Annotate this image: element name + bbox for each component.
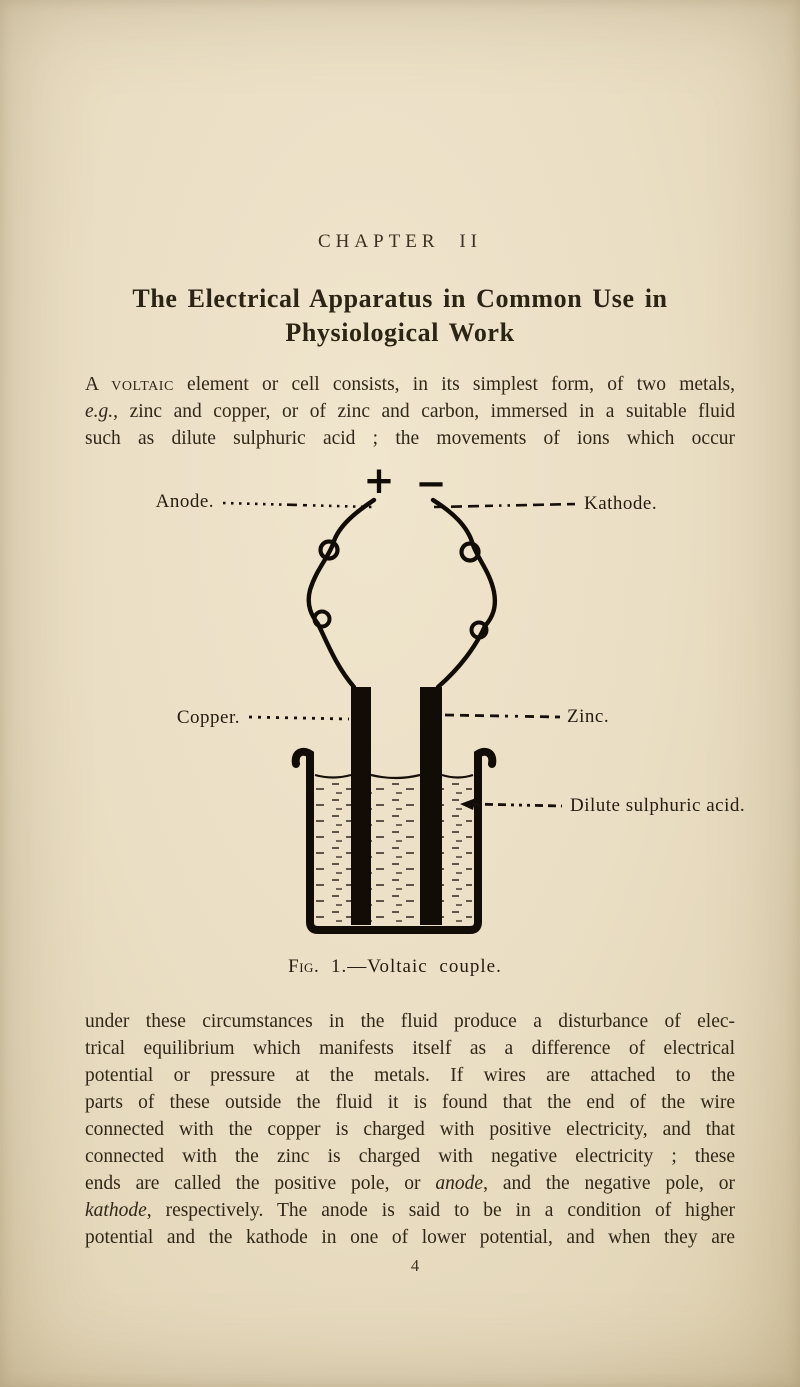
liquid-surface	[314, 773, 474, 780]
text-line: kathode, respectively. The anode is said…	[85, 1197, 735, 1224]
text-segment: connected with the copper is charged wit…	[85, 1119, 735, 1140]
figure-caption: Fig. 1.—Voltaic couple.	[95, 956, 695, 978]
text-segment: A	[85, 374, 112, 395]
text-segment: ends are called the positive pole, or	[85, 1173, 436, 1194]
right-wire	[430, 497, 498, 690]
text-segment-smallcaps: Fig.	[288, 956, 320, 977]
text-line: A voltaic element or cell consists, in i…	[85, 371, 735, 398]
text-line: potential or pressure at the metals. If …	[85, 1062, 735, 1089]
text-line: such as dilute sulphuric acid ; the move…	[85, 425, 735, 452]
text-segment: potential and the kathode in one of lowe…	[85, 1227, 735, 1248]
text-line: under these circumstances in the fluid p…	[85, 1008, 735, 1035]
right-wire-loop-1	[459, 541, 481, 563]
paragraph-2: under these circumstances in the fluid p…	[85, 1008, 735, 1251]
copper-electrode	[351, 687, 371, 925]
text-line: parts of these outside the fluid it is f…	[85, 1089, 735, 1116]
zinc-label: Zinc.	[567, 706, 609, 727]
left-wire	[306, 497, 377, 690]
page-number: 4	[410, 1256, 420, 1275]
text-segment: potential or pressure at the metals. If …	[85, 1065, 735, 1086]
text-line: e.g., zinc and copper, or of zinc and ca…	[85, 398, 735, 425]
text-segment-italic: e.g.	[85, 401, 114, 422]
text-segment: parts of these outside the fluid it is f…	[85, 1092, 735, 1113]
paragraph-1: A voltaic element or cell consists, in i…	[85, 371, 735, 452]
text-segment: , and the negative pole, or	[483, 1173, 735, 1194]
left-wire-loop-1	[318, 539, 340, 561]
anode-leader-line	[222, 501, 373, 509]
kathode-label: Kathode.	[584, 493, 657, 514]
text-segment: under these circumstances in the fluid p…	[85, 1011, 735, 1032]
anode-label: Anode.	[156, 491, 214, 512]
acid-label: Dilute sulphuric acid.	[570, 795, 745, 816]
text-segment: , respectively. The anode is said to be …	[146, 1200, 735, 1221]
chapter-heading: CHAPTER II	[318, 231, 482, 252]
text-line: potential and the kathode in one of lowe…	[85, 1224, 735, 1251]
text-segment: 1.—Voltaic couple.	[319, 956, 502, 977]
text-segment: trical equilibrium which manifests itsel…	[85, 1038, 735, 1059]
acid-arrowhead	[460, 798, 476, 810]
chapter-title-line2: Physiological Work	[285, 318, 515, 347]
copper-label: Copper.	[177, 707, 240, 728]
text-segment: element or cell consists, in its simples…	[173, 374, 735, 395]
chapter-title-line1: The Electrical Apparatus in Common Use i…	[132, 284, 668, 313]
minus-sign: −	[415, 462, 446, 505]
text-segment-italic: anode	[435, 1173, 484, 1194]
liquid-fill	[316, 778, 472, 926]
copper-leader-line	[248, 715, 350, 721]
text-segment-italic: kathode	[85, 1200, 147, 1221]
zinc-electrode	[420, 687, 442, 925]
text-segment-smallcaps: voltaic	[111, 374, 174, 395]
left-wire-loop-2	[312, 609, 332, 629]
text-segment: such as dilute sulphuric acid ; the move…	[85, 428, 735, 449]
zinc-leader-line	[444, 713, 561, 719]
text-line: ends are called the positive pole, or an…	[85, 1170, 735, 1197]
right-wire-loop-2	[469, 620, 489, 640]
kathode-leader-line	[433, 502, 577, 509]
text-line: connected with the zinc is charged with …	[85, 1143, 735, 1170]
text-line: connected with the copper is charged wit…	[85, 1116, 735, 1143]
text-segment: connected with the zinc is charged with …	[85, 1146, 735, 1167]
acid-leader-line	[471, 802, 563, 808]
plus-sign: +	[363, 460, 394, 502]
text-line: trical equilibrium which manifests itsel…	[85, 1035, 735, 1062]
beaker-outline	[291, 747, 497, 934]
voltaic-couple-figure: + − Anode. Kathode. Copper. Zinc. Dilute…	[156, 460, 745, 934]
text-segment: , zinc and copper, or of zinc and carbon…	[113, 401, 735, 422]
